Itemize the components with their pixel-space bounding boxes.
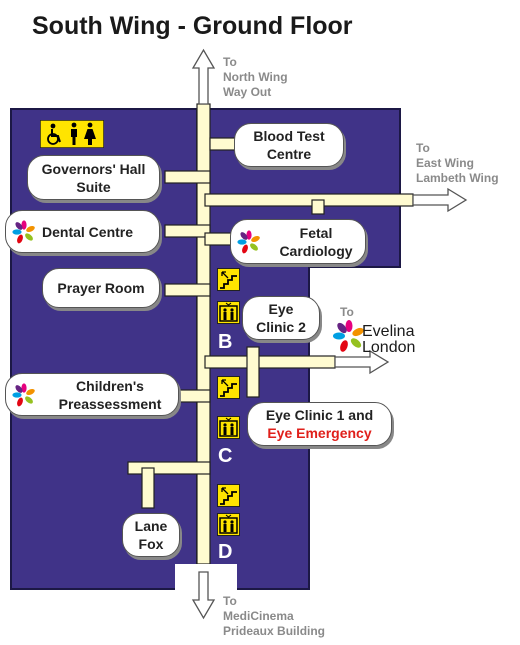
lift-icon bbox=[217, 301, 240, 324]
zone-label-d: D bbox=[218, 541, 233, 563]
arrow-evelina bbox=[334, 349, 390, 375]
flower-logo-icon bbox=[12, 219, 35, 243]
direction-south-to: To bbox=[223, 594, 237, 608]
direction-north-line1: North Wing bbox=[223, 70, 288, 84]
room-lane-fox-line2: Fox bbox=[138, 536, 164, 552]
direction-north-to: To bbox=[223, 55, 237, 69]
room-blood-test-line1: Blood Test bbox=[253, 128, 325, 144]
stairs-icon bbox=[217, 376, 240, 399]
room-fetal-line1: Fetal bbox=[299, 224, 333, 241]
room-eye-clinic-1-line1: Eye Clinic 1 and bbox=[265, 407, 374, 423]
direction-east-line2: Lambeth Wing bbox=[416, 171, 499, 185]
room-childrens-line1: Children's bbox=[76, 377, 144, 394]
direction-east-to: To bbox=[416, 141, 430, 155]
direction-north-line2: Way Out bbox=[223, 85, 272, 99]
room-lane-fox-line1: Lane bbox=[134, 518, 168, 534]
flower-logo-icon bbox=[12, 382, 35, 406]
accessible-toilet-icon bbox=[39, 119, 105, 149]
arrow-south bbox=[191, 571, 216, 620]
room-childrens-line2: Preassessment bbox=[58, 395, 162, 412]
room-eye-clinic-2-line1: Eye bbox=[268, 301, 294, 317]
zone-label-c: C bbox=[218, 445, 233, 467]
room-governors-hall-line2: Suite bbox=[76, 178, 111, 195]
stairs-icon bbox=[217, 484, 240, 507]
direction-south-line1: MediCinema bbox=[223, 609, 294, 623]
room-governors-hall-line1: Governors' Hall bbox=[41, 160, 146, 177]
room-eye-emergency-line2: Eye Emergency bbox=[267, 425, 372, 441]
room-dental-centre: Dental Centre bbox=[5, 210, 160, 253]
arrow-east bbox=[412, 187, 468, 213]
room-eye-clinic-2-line2: Clinic 2 bbox=[256, 319, 306, 335]
room-blood-test-line2: Centre bbox=[266, 146, 312, 162]
direction-east-line1: East Wing bbox=[416, 156, 474, 170]
arrow-north bbox=[191, 48, 216, 105]
flower-logo-icon bbox=[237, 229, 260, 253]
direction-north: To North Wing Way Out bbox=[223, 55, 288, 100]
direction-east: To East Wing Lambeth Wing bbox=[416, 141, 499, 186]
direction-evelina: To bbox=[340, 305, 354, 320]
direction-evelina-to: To bbox=[340, 305, 354, 319]
zone-label-b: B bbox=[218, 331, 233, 353]
lift-icon bbox=[217, 416, 240, 439]
room-prayer-room: Prayer Room bbox=[42, 268, 160, 308]
room-fetal-line2: Cardiology bbox=[279, 242, 353, 259]
page-title: South Wing - Ground Floor bbox=[32, 12, 353, 40]
flower-logo-icon bbox=[333, 320, 364, 352]
room-prayer-label: Prayer Room bbox=[57, 280, 145, 296]
direction-south: To MediCinema Prideaux Building bbox=[223, 594, 325, 639]
direction-south-line2: Prideaux Building bbox=[223, 624, 326, 638]
evelina-brand-city: London bbox=[362, 339, 415, 356]
stairs-icon bbox=[217, 268, 240, 291]
room-dental-label: Dental Centre bbox=[42, 223, 134, 240]
lift-icon bbox=[217, 513, 240, 536]
evelina-brand-name: Evelina bbox=[362, 323, 415, 340]
